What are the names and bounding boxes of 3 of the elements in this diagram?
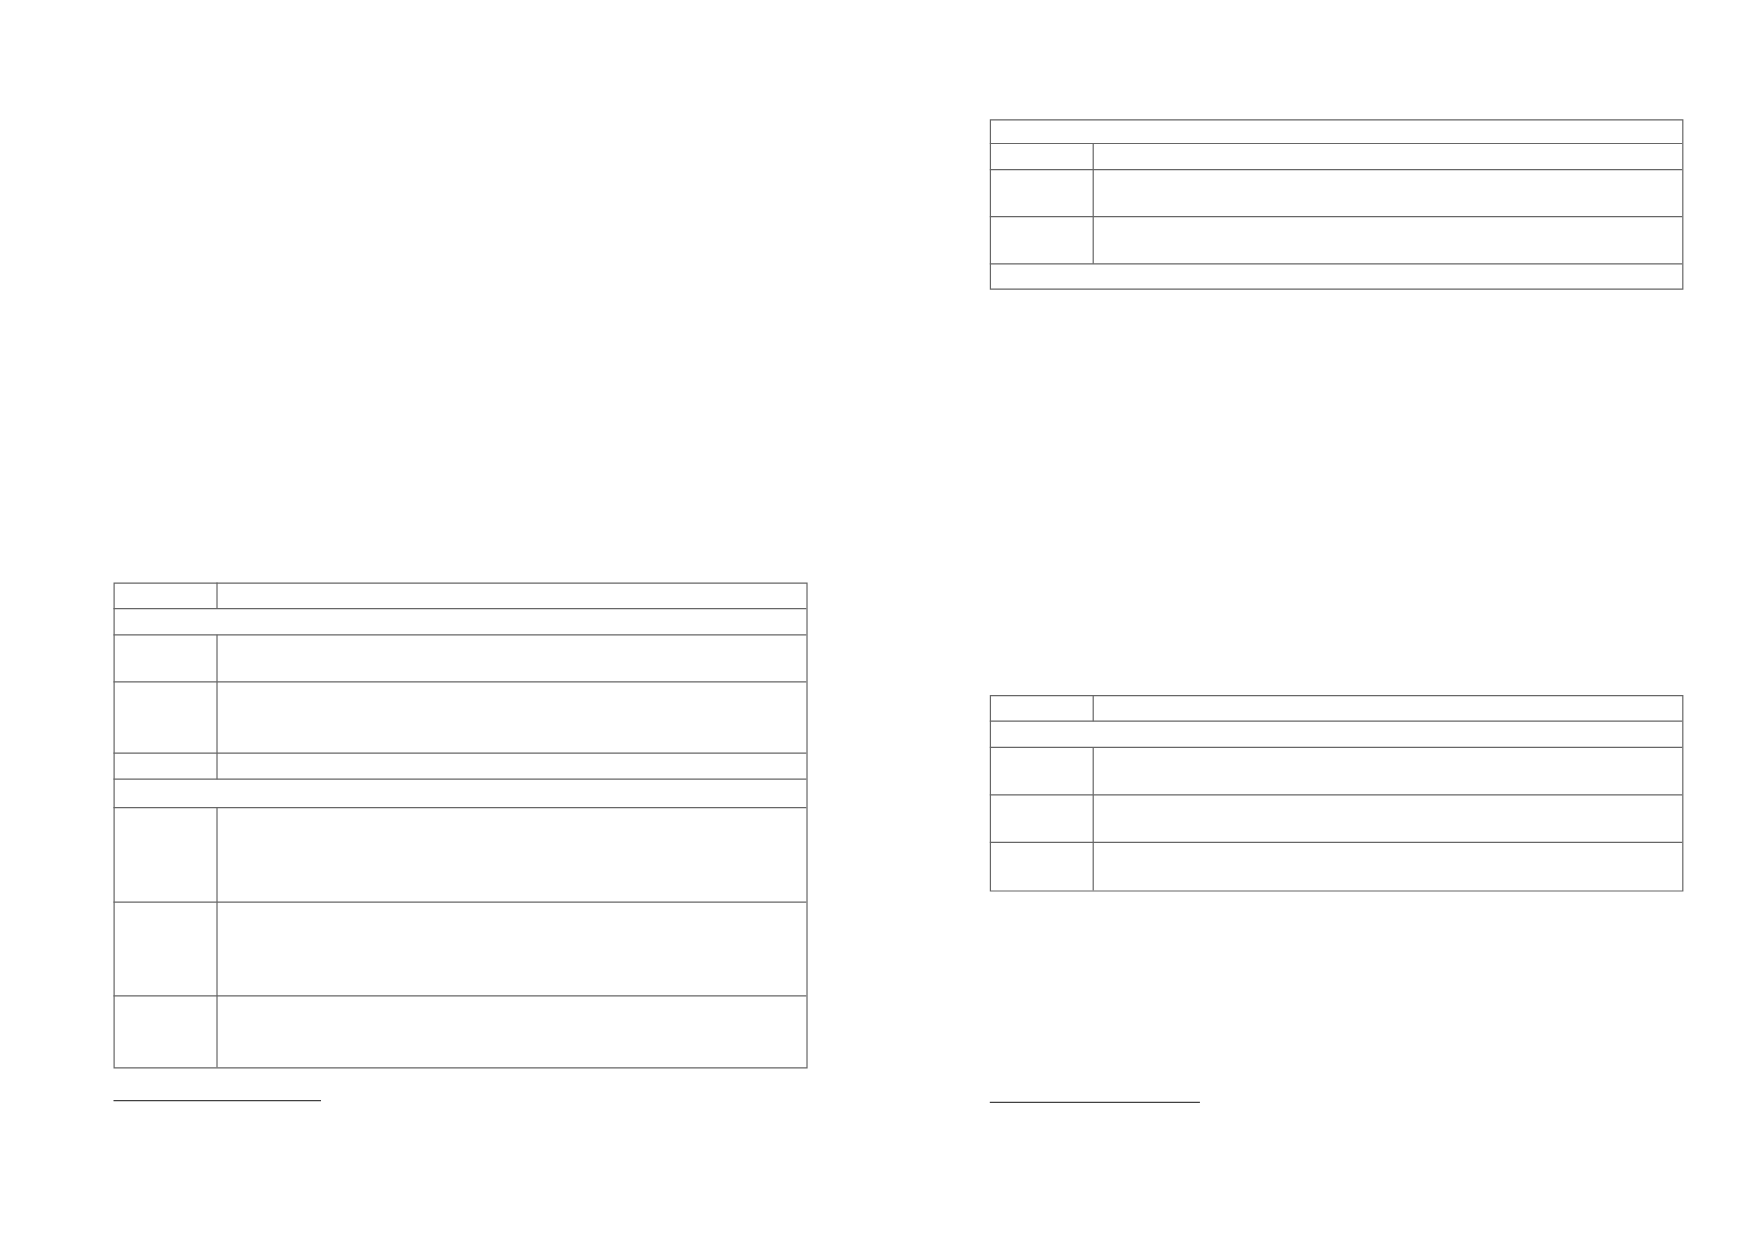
table-grid <box>112 582 808 1069</box>
table-grid <box>989 694 1684 892</box>
table-grid <box>989 119 1684 290</box>
